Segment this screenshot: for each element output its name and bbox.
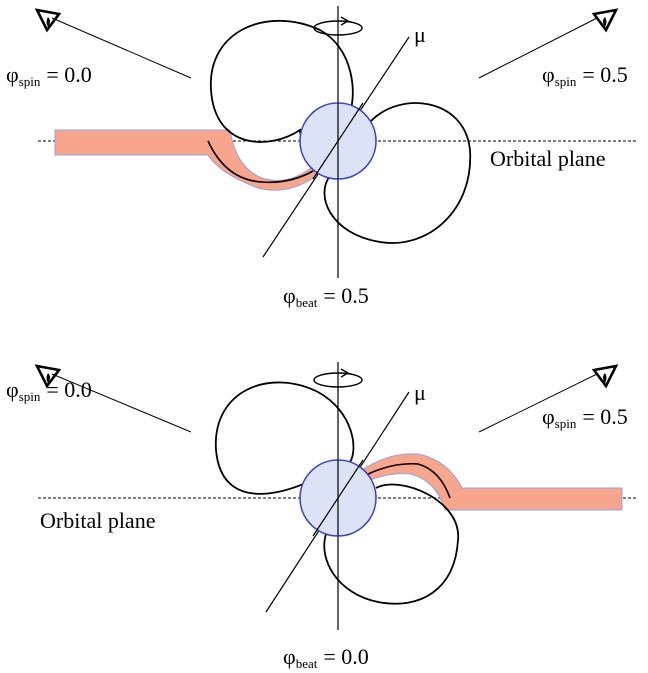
field-lobe-lower [323, 483, 459, 605]
panel-bottom: μ φspin= 0.0 φspin= 0.5 Orbital plane φb… [6, 362, 638, 671]
orbital-plane-label: Orbital plane [40, 508, 155, 533]
accretion-stream [361, 453, 623, 511]
line-of-sight-right [478, 17, 598, 79]
field-lobe-lower [323, 102, 472, 244]
line-of-sight-right [478, 373, 598, 433]
accretion-stream-centerline [207, 140, 314, 184]
orbital-plane-label: Orbital plane [490, 146, 605, 171]
mu-label: μ [414, 380, 426, 405]
eye-icon-right [592, 364, 618, 388]
phi-spin-left-label: φspin= 0.0 [6, 62, 92, 89]
phi-beat-label: φbeat= 0.0 [283, 644, 369, 671]
mu-label: μ [414, 22, 426, 47]
panel-top: μ φspin= 0.0 φspin= 0.5 Orbital plane φb… [6, 6, 638, 310]
accretion-stream-centerline [363, 462, 451, 499]
phi-spin-left-label: φspin= 0.0 [6, 377, 92, 404]
phi-beat-label: φbeat= 0.5 [283, 283, 369, 310]
eye-icon-right [592, 8, 618, 32]
eye-icon-left [35, 8, 61, 32]
field-lobe-upper [210, 20, 354, 143]
phi-spin-right-label: φspin= 0.5 [542, 404, 628, 431]
field-lobe-upper [215, 381, 355, 495]
phi-spin-right-label: φspin= 0.5 [542, 62, 628, 89]
line-of-sight-left [51, 373, 192, 433]
accretion-stream [54, 129, 317, 191]
line-of-sight-left [51, 17, 192, 79]
